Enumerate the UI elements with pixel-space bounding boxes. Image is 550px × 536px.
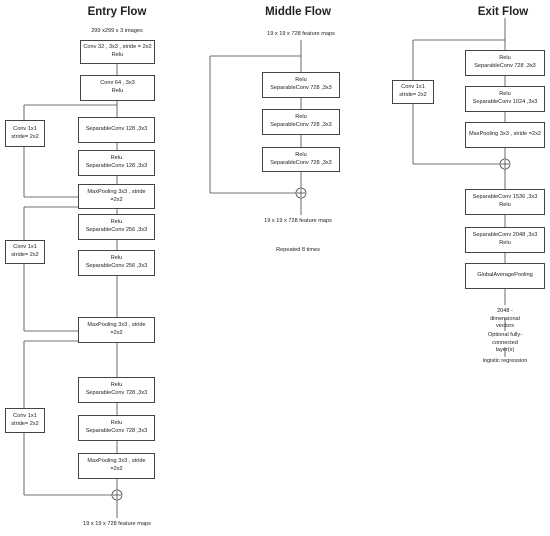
entry-sepconv128-2: Relu SeparableConv 128 ,3x3 <box>78 150 155 176</box>
add-node-icon <box>111 489 123 501</box>
middle-sepconv728-2: Relu SeparableConv 728 ,3x3 <box>262 109 340 135</box>
middle-flow-title: Middle Flow <box>265 6 331 18</box>
exit-sepconv2048: SeparableConv 2048 ,3x3 Relu <box>465 227 545 253</box>
entry-maxpool-1: MaxPooling 3x3 , stride =2x2 <box>78 184 155 209</box>
entry-skip-conv-3: Conv 1x1 stride= 2x2 <box>5 408 45 433</box>
middle-sepconv728-1: Relu SeparableConv 728 ,3x3 <box>262 72 340 98</box>
exit-skip-conv: Conv 1x1 stride= 2x2 <box>392 80 434 104</box>
entry-sepconv128-1: SeparableConv 128 ,3x3 <box>78 117 155 143</box>
entry-maxpool-3: MaxPooling 3x3 , stride =2x2 <box>78 453 155 479</box>
entry-sepconv256-2: Relu SeparableConv 256 ,3x3 <box>78 250 155 276</box>
entry-flow-title: Entry Flow <box>87 6 147 18</box>
add-node-icon <box>499 158 511 170</box>
exit-fc-label: Optional fully-connected layer(s) <box>487 332 523 354</box>
exit-maxpool: MaxPooling 3x3 , stride =2x2 <box>465 122 545 148</box>
exit-sepconv1024: Relu SeparableConv 1024 ,3x3 <box>465 86 545 112</box>
exit-flow-title: Exit Flow <box>477 6 529 18</box>
entry-sepconv728-2: Relu SeparableConv 728 ,3x3 <box>78 415 155 441</box>
middle-input-label: 19 x 19 x 728 feature maps <box>267 31 335 37</box>
exit-global-avg-pool: GlobalAveragePooling <box>465 263 545 289</box>
entry-conv32-block: Conv 32 , 3x3 , stride = 2x2 Relu <box>80 40 155 64</box>
entry-maxpool-2: MaxPooling 3x3 , stride =2x2 <box>78 317 155 343</box>
entry-sepconv256-1: Relu SeparableConv 256 ,3x3 <box>78 214 155 240</box>
add-node-icon <box>295 187 307 199</box>
entry-conv64-block: Conv 64 , 3x3 Relu <box>80 75 155 101</box>
exit-logreg-label: logistic regression <box>482 358 528 364</box>
entry-input-label: 299 x299 x 3 images <box>91 28 143 34</box>
entry-sepconv728-1: Relu SeparableConv 728 ,3x3 <box>78 377 155 403</box>
exit-sepconv728: Relu SeparableConv 728 ,3x3 <box>465 50 545 76</box>
exit-sepconv1536: SeparableConv 1536 ,3x3 Relu <box>465 189 545 215</box>
middle-repeat-label: Repeated 8 times <box>276 247 320 253</box>
entry-skip-conv-1: Conv 1x1 stride= 2x2 <box>5 120 45 147</box>
middle-output-label: 19 x 19 x 728 feature maps <box>264 218 332 224</box>
middle-sepconv728-3: Relu SeparableConv 728 ,3x3 <box>262 147 340 172</box>
entry-output-label: 19 x 19 x 728 feature maps <box>83 521 151 527</box>
exit-vectors-label: 2048 - dimensional vectors <box>490 308 520 330</box>
entry-skip-conv-2: Conv 1x1 stride= 2x2 <box>5 240 45 264</box>
